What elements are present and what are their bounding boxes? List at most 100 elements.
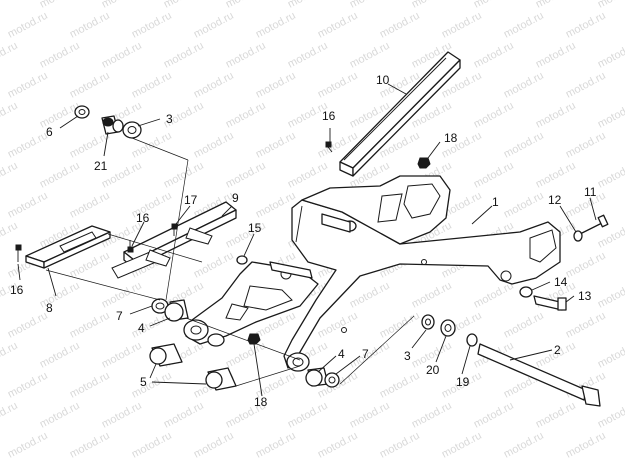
watermark-text: motod.ru xyxy=(502,130,546,161)
callout-4-right: 4 xyxy=(338,347,345,361)
watermark-text: motod.ru xyxy=(378,10,422,41)
watermark-text: motod.ru xyxy=(502,10,546,41)
part-linkage-bracket xyxy=(183,261,319,347)
watermark-text: motod.ru xyxy=(534,0,578,11)
watermark-text: motod.ru xyxy=(286,40,330,71)
watermark-text: motod.ru xyxy=(6,70,50,101)
watermark-text: motod.ru xyxy=(348,40,392,71)
watermark-text: motod.ru xyxy=(100,40,144,71)
watermark-text: motod.ru xyxy=(316,10,360,41)
watermark-text: motod.ru xyxy=(6,10,50,41)
watermark-text: motod.ru xyxy=(316,430,360,461)
watermark-text: motod.ru xyxy=(68,310,112,341)
watermark-text: motod.ru xyxy=(596,340,625,371)
watermark-text: motod.ru xyxy=(6,430,50,461)
watermark-text: motod.ru xyxy=(472,400,516,431)
part-fasteners xyxy=(15,141,609,345)
watermark-text: motod.ru xyxy=(68,370,112,401)
callout-15: 15 xyxy=(248,221,262,235)
watermark-text: motod.ru xyxy=(6,190,50,221)
watermark-text: motod.ru xyxy=(100,280,144,311)
watermark-text: motod.ru xyxy=(192,10,236,41)
callout-12: 12 xyxy=(548,193,562,207)
callout-3-bottom: 3 xyxy=(404,349,411,363)
watermark-text: motod.ru xyxy=(378,370,422,401)
callout-7-left: 7 xyxy=(116,309,123,323)
watermark-text: motod.ru xyxy=(192,130,236,161)
watermark-text: motod.ru xyxy=(38,400,82,431)
watermark-text: motod.ru xyxy=(254,190,298,221)
watermark-text: motod.ru xyxy=(100,340,144,371)
callout-4-left: 4 xyxy=(138,321,145,335)
watermark-text: motod.ru xyxy=(38,40,82,71)
watermark-text: motod.ru xyxy=(0,100,20,131)
watermark-text: motod.ru xyxy=(224,100,268,131)
watermark-text: motod.ru xyxy=(596,40,625,71)
watermark-text: motod.ru xyxy=(534,400,578,431)
watermark-text: motod.ru xyxy=(254,430,298,461)
callout-18-top: 18 xyxy=(444,131,458,145)
watermark-text: motod.ru xyxy=(472,160,516,191)
watermark-text: motod.ru xyxy=(502,430,546,461)
watermark-text: motod.ru xyxy=(68,130,112,161)
watermark-text: motod.ru xyxy=(378,430,422,461)
watermark-text: motod.ru xyxy=(254,70,298,101)
callout-18-bottom: 18 xyxy=(254,395,268,409)
callout-8: 10 xyxy=(376,73,390,87)
watermark-text: motod.ru xyxy=(6,370,50,401)
watermark-text: motod.ru xyxy=(502,70,546,101)
callout-11: 11 xyxy=(584,185,597,199)
watermark-text: motod.ru xyxy=(534,160,578,191)
callout-6: 6 xyxy=(46,125,53,139)
callout-3-top: 3 xyxy=(166,112,173,126)
watermark-text: motod.ru xyxy=(38,100,82,131)
watermark-text: motod.ru xyxy=(502,190,546,221)
watermark-text: motod.ru xyxy=(286,0,330,11)
watermark-text: motod.ru xyxy=(348,400,392,431)
watermark-text: motod.ru xyxy=(348,340,392,371)
alignment-lines xyxy=(45,137,415,387)
watermark-text: motod.ru xyxy=(68,10,112,41)
callout-17: 17 xyxy=(184,193,198,207)
callout-10: 8 xyxy=(46,301,53,315)
watermark-text: motod.ru xyxy=(100,0,144,11)
watermark-text: motod.ru xyxy=(130,70,174,101)
watermark-text: motod.ru xyxy=(0,400,20,431)
watermark-text: motod.ru xyxy=(596,100,625,131)
watermark-text: motod.ru xyxy=(38,340,82,371)
watermark-text: motod.ru xyxy=(38,160,82,191)
watermark-text: motod.ru xyxy=(192,430,236,461)
watermark-text: motod.ru xyxy=(348,0,392,11)
callout-20: 20 xyxy=(426,363,440,377)
watermark-text: motod.ru xyxy=(410,280,454,311)
watermark-text: motod.ru xyxy=(472,40,516,71)
part-chain-guide xyxy=(111,201,237,279)
watermark-text: motod.ru xyxy=(596,280,625,311)
watermark-text: motod.ru xyxy=(68,70,112,101)
watermark-text: motod.ru xyxy=(564,130,608,161)
watermark-text: motod.ru xyxy=(440,430,484,461)
watermark-text: motod.ru xyxy=(472,100,516,131)
watermark-text: motod.ru xyxy=(224,340,268,371)
watermark-text: motod.ru xyxy=(596,0,625,11)
watermark-text: motod.ru xyxy=(440,10,484,41)
watermark-text: motod.ru xyxy=(564,310,608,341)
watermark-text: motod.ru xyxy=(316,70,360,101)
watermark-text: motod.ru xyxy=(564,70,608,101)
watermark-text: motod.ru xyxy=(0,0,20,11)
watermark-text: motod.ru xyxy=(564,250,608,281)
watermark-text: motod.ru xyxy=(130,430,174,461)
callout-7-right: 7 xyxy=(362,347,369,361)
callout-21: 21 xyxy=(94,159,108,173)
watermark-text: motod.ru xyxy=(6,310,50,341)
watermark-text: motod.ru xyxy=(224,40,268,71)
watermark-text: motod.ru xyxy=(286,160,330,191)
watermark-text: motod.ru xyxy=(100,400,144,431)
part-bush-assembly xyxy=(74,105,142,139)
watermark-text: motod.ru xyxy=(348,280,392,311)
callout-1: 1 xyxy=(492,195,499,209)
watermark-text: motod.ru xyxy=(0,40,20,71)
watermark-text: motod.ru xyxy=(68,430,112,461)
